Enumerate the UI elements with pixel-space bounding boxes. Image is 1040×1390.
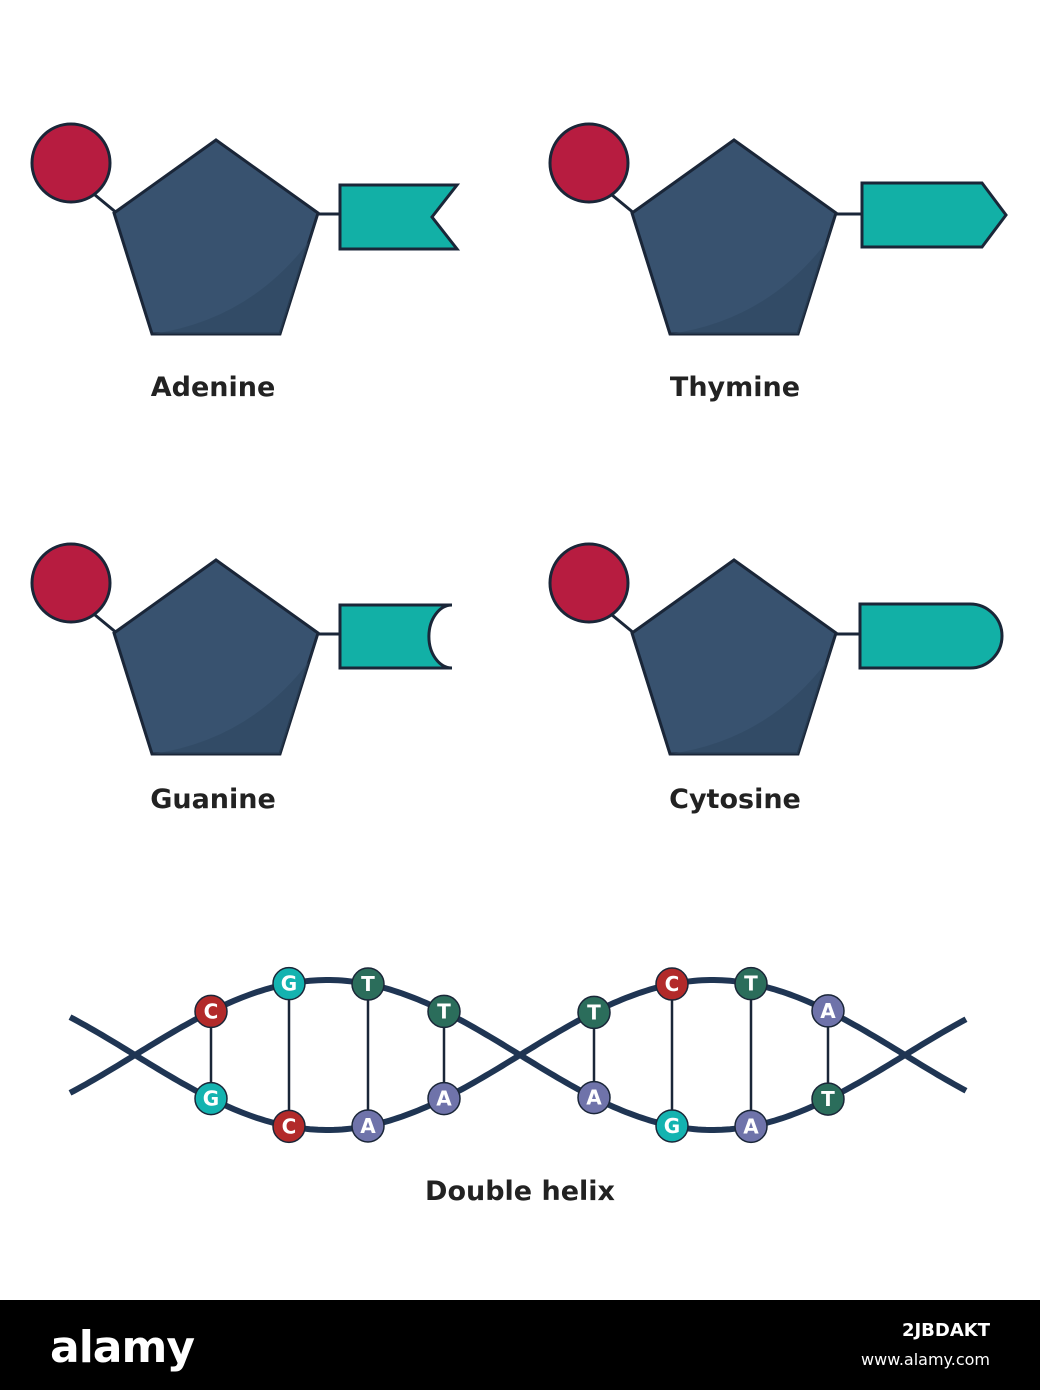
cytosine-label: Cytosine xyxy=(669,784,801,815)
base-top-letter: A xyxy=(820,999,836,1023)
base-top-circle xyxy=(427,994,461,1029)
alamy-logo: alamy xyxy=(50,1322,195,1373)
phosphate-bond xyxy=(94,193,119,216)
base-top-letter: T xyxy=(361,972,375,996)
guanine-nucleotide: Guanine xyxy=(30,542,453,815)
base-top-circle xyxy=(577,995,611,1030)
base-bottom-circle xyxy=(194,1081,228,1116)
base-top-circle xyxy=(351,967,385,1001)
sugar-shade xyxy=(670,633,836,754)
cytosine-base-round xyxy=(858,602,1004,670)
base-bottom-circle xyxy=(577,1080,611,1115)
base-bottom-letter: C xyxy=(282,1114,297,1138)
base-bottom-letter: A xyxy=(743,1114,759,1138)
sugar-shade xyxy=(152,213,318,334)
base-top-letter: T xyxy=(744,972,758,996)
adenine-label: Adenine xyxy=(151,372,276,403)
base-top-circle xyxy=(272,966,306,1001)
guanine-label: Guanine xyxy=(150,784,276,815)
helix-base-pairs: C G G C T A T A T A C G T A A T xyxy=(194,966,845,1144)
base-top-letter: T xyxy=(437,999,451,1023)
base-bottom-letter: A xyxy=(436,1087,452,1111)
base-top-circle xyxy=(734,966,768,1001)
base-top-circle xyxy=(194,994,228,1029)
thymine-base-arrow xyxy=(860,181,1008,249)
sugar-shade xyxy=(152,633,318,754)
base-bottom-circle xyxy=(811,1082,845,1116)
image-id: 2JBDAKT xyxy=(901,1320,990,1341)
base-bottom-circle xyxy=(351,1109,385,1143)
phosphate-circle xyxy=(548,122,630,204)
thymine-label: Thymine xyxy=(670,372,800,403)
base-bottom-circle xyxy=(427,1081,461,1116)
phosphate-circle xyxy=(30,122,112,204)
base-top-letter: C xyxy=(665,972,680,996)
watermark-footer: alamy 2JBDAKT www.alamy.com xyxy=(0,1300,1040,1390)
sugar-shade xyxy=(670,213,836,334)
phosphate-bond xyxy=(611,613,636,636)
phosphate-bond xyxy=(611,193,636,216)
base-bottom-letter: T xyxy=(821,1087,835,1111)
base-bottom-circle xyxy=(734,1109,768,1144)
adenine-nucleotide: Adenine xyxy=(30,122,461,403)
double-helix-label: Double helix xyxy=(425,1176,615,1207)
base-bottom-letter: A xyxy=(360,1114,376,1138)
base-top-letter: G xyxy=(281,972,297,996)
base-top-letter: T xyxy=(587,1000,601,1024)
base-bottom-letter: G xyxy=(664,1114,680,1138)
phosphate-circle xyxy=(548,542,630,624)
adenine-base-notch xyxy=(338,183,461,251)
dna-diagram: Adenine Thymine Guanine Cytosine C G G C T A T… xyxy=(30,122,1008,1207)
double-helix: C G G C T A T A T A C G T A A T xyxy=(68,966,968,1144)
base-top-circle xyxy=(655,967,689,1001)
thymine-nucleotide: Thymine xyxy=(548,122,1008,403)
guanine-base-concave xyxy=(338,603,453,670)
phosphate-bond xyxy=(94,613,119,636)
footer-url: www.alamy.com xyxy=(861,1350,990,1369)
base-bottom-circle xyxy=(655,1109,689,1143)
cytosine-nucleotide: Cytosine xyxy=(548,542,1004,815)
base-bottom-letter: A xyxy=(586,1086,602,1110)
phosphate-circle xyxy=(30,542,112,624)
base-bottom-letter: G xyxy=(203,1087,219,1111)
base-bottom-circle xyxy=(272,1109,306,1144)
base-top-circle xyxy=(811,994,845,1028)
base-top-letter: C xyxy=(204,999,219,1023)
